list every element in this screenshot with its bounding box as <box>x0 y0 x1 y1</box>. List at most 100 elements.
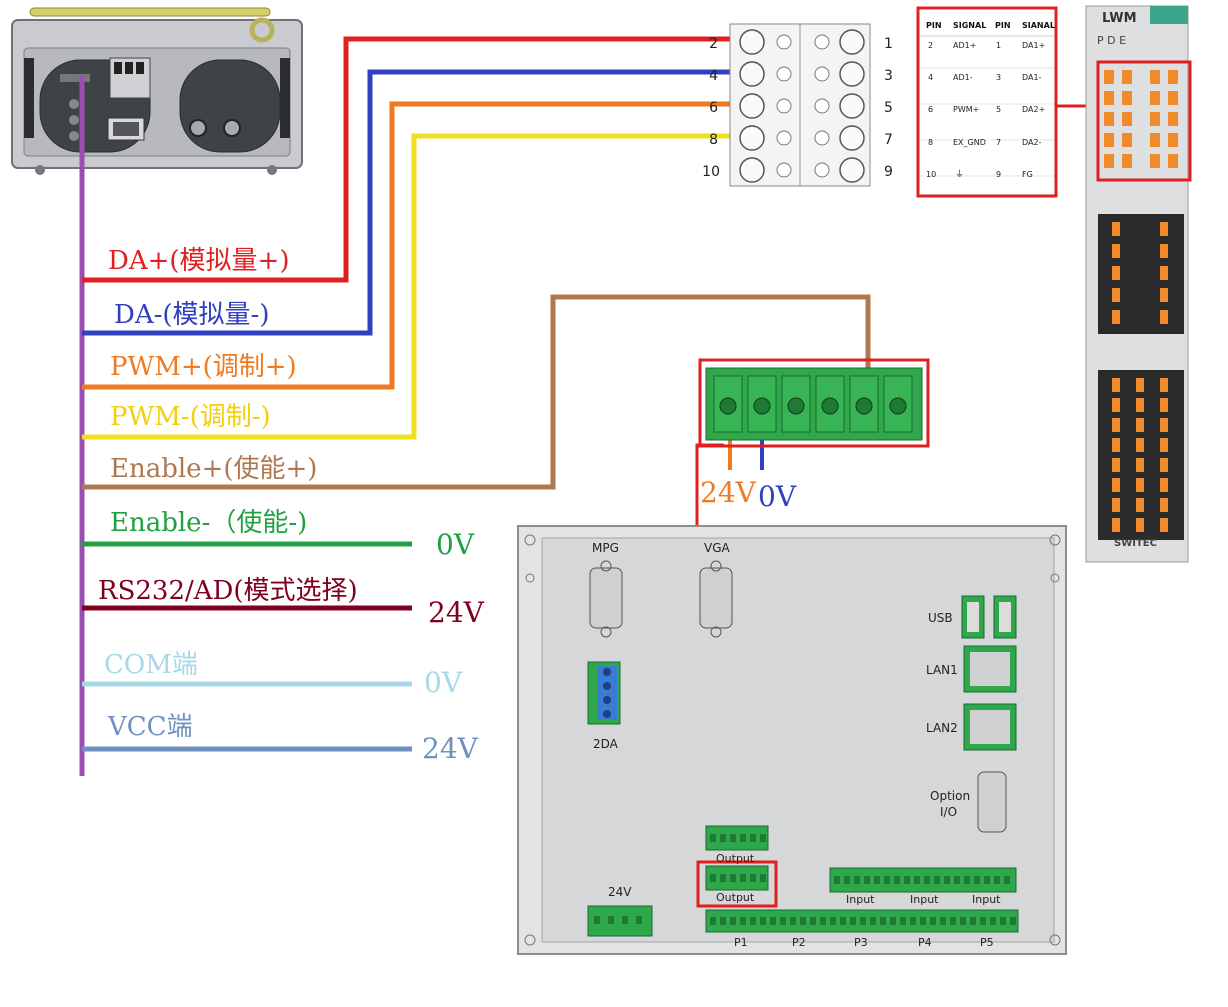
module-lever-icon <box>1104 91 1114 105</box>
pin-table-cell: DA2+ <box>1022 105 1045 114</box>
connector-pin-icon <box>950 917 956 925</box>
connector-pin-icon <box>834 876 840 884</box>
label-da-plus: DA+(模拟量+) <box>108 246 290 276</box>
connector-pin-icon <box>603 710 611 718</box>
label-com: COM端 <box>104 650 198 680</box>
tb-right-number: 3 <box>884 68 893 84</box>
module-lever-icon <box>1112 310 1120 324</box>
port-label: P2 <box>792 936 806 949</box>
pin-table-cell: PWM+ <box>953 105 979 114</box>
din-module <box>1085 5 1192 563</box>
connector-pin-icon <box>1010 917 1016 925</box>
pin-table-cell: 10 <box>926 170 936 179</box>
terminal-screw-icon <box>739 157 765 183</box>
output-label: Output <box>716 852 755 865</box>
terminal-latch-icon <box>814 34 830 50</box>
connector-pin-icon <box>636 916 642 924</box>
connector-pin-icon <box>924 876 930 884</box>
usb-label: USB <box>928 611 953 625</box>
connector-pin-icon <box>750 834 756 842</box>
output-label: Output <box>716 891 755 904</box>
module-lever-icon <box>1122 70 1132 84</box>
connector-pin-icon <box>608 916 614 924</box>
connector-pin-icon <box>800 917 806 925</box>
power-label: 24V <box>608 885 632 899</box>
voltage-terminal-0v: 0V <box>758 480 797 513</box>
module-lever-icon <box>1160 518 1168 532</box>
terminal-screw-icon <box>753 397 771 415</box>
port-label: P4 <box>918 936 932 949</box>
connector-pin-icon <box>960 917 966 925</box>
module-lever-icon <box>1168 154 1178 168</box>
output-connector-icon <box>705 825 769 851</box>
module-lever-icon <box>1160 310 1168 324</box>
module-lever-icon <box>1160 266 1168 280</box>
connector-pin-icon <box>780 917 786 925</box>
lan2-label: LAN2 <box>926 721 958 735</box>
terminal-screw-icon <box>839 157 865 183</box>
tb-right-number: 1 <box>884 36 893 52</box>
label-vcc: VCC端 <box>108 712 193 742</box>
terminal-block <box>729 23 871 187</box>
pin-table-cell: 6 <box>928 105 933 114</box>
vga-connector-icon <box>699 567 733 629</box>
terminal-screw-icon <box>839 29 865 55</box>
connector-pin-icon <box>770 917 776 925</box>
terminal-screw-icon <box>739 125 765 151</box>
module-lever-icon <box>1136 438 1144 452</box>
connector-pin-icon <box>880 917 886 925</box>
port-label: P1 <box>734 936 748 949</box>
connector-pin-icon <box>740 834 746 842</box>
module-lever-icon <box>1160 458 1168 472</box>
connector-pin-icon <box>760 917 766 925</box>
module-lever-icon <box>1150 154 1160 168</box>
label-enable-minus: Enable-（使能-) <box>110 508 308 538</box>
connector-pin-icon <box>710 917 716 925</box>
pin-table-header: PIN <box>926 21 942 30</box>
connector-pin-icon <box>603 668 611 676</box>
connector-pin-icon <box>990 917 996 925</box>
connector-pin-icon <box>730 917 736 925</box>
connector-pin-icon <box>944 876 950 884</box>
mpg-connector-icon <box>589 567 623 629</box>
pin-table-cell: 3 <box>996 73 1001 82</box>
module-lever-icon <box>1112 458 1120 472</box>
2da-label: 2DA <box>593 737 619 751</box>
connector-pin-icon <box>750 874 756 882</box>
module-lever-icon <box>1150 112 1160 126</box>
terminal-latch-icon <box>776 130 792 146</box>
connector-pin-icon <box>750 917 756 925</box>
module-lever-icon <box>1122 133 1132 147</box>
label-pwm-plus: PWM+(调制+) <box>110 352 297 382</box>
pin-table-cell: AD1- <box>953 73 973 82</box>
input-label: Input <box>910 893 939 906</box>
pin-table-header: SIANAL <box>1022 21 1055 30</box>
connector-pin-icon <box>740 917 746 925</box>
voltage-vcc: 24V <box>422 732 478 765</box>
voltage-enable-minus: 0V <box>436 528 475 561</box>
connector-pin-icon <box>603 682 611 690</box>
connector-pin-icon <box>854 876 860 884</box>
module-lever-icon <box>1168 91 1178 105</box>
terminal-latch-icon <box>814 98 830 114</box>
module-lever-icon <box>1112 288 1120 302</box>
module-lever-icon <box>1136 398 1144 412</box>
connector-pin-icon <box>874 876 880 884</box>
option-io-connector-icon <box>977 771 1007 833</box>
connector-pin-icon <box>870 917 876 925</box>
terminal-screw-icon <box>787 397 805 415</box>
connector-pin-icon <box>974 876 980 884</box>
controller-board <box>517 525 1067 955</box>
terminal-latch-icon <box>776 34 792 50</box>
laser-source-device <box>11 7 303 175</box>
tb-left-number: 2 <box>709 36 718 52</box>
terminal-latch-icon <box>776 98 792 114</box>
port-label: P3 <box>854 936 868 949</box>
connector-pin-icon <box>884 876 890 884</box>
connector-pin-icon <box>864 876 870 884</box>
terminal-screw-icon <box>821 397 839 415</box>
module-lever-icon <box>1160 498 1168 512</box>
module-lever-icon <box>1104 133 1114 147</box>
connector-pin-icon <box>930 917 936 925</box>
connector-pin-icon <box>622 916 628 924</box>
